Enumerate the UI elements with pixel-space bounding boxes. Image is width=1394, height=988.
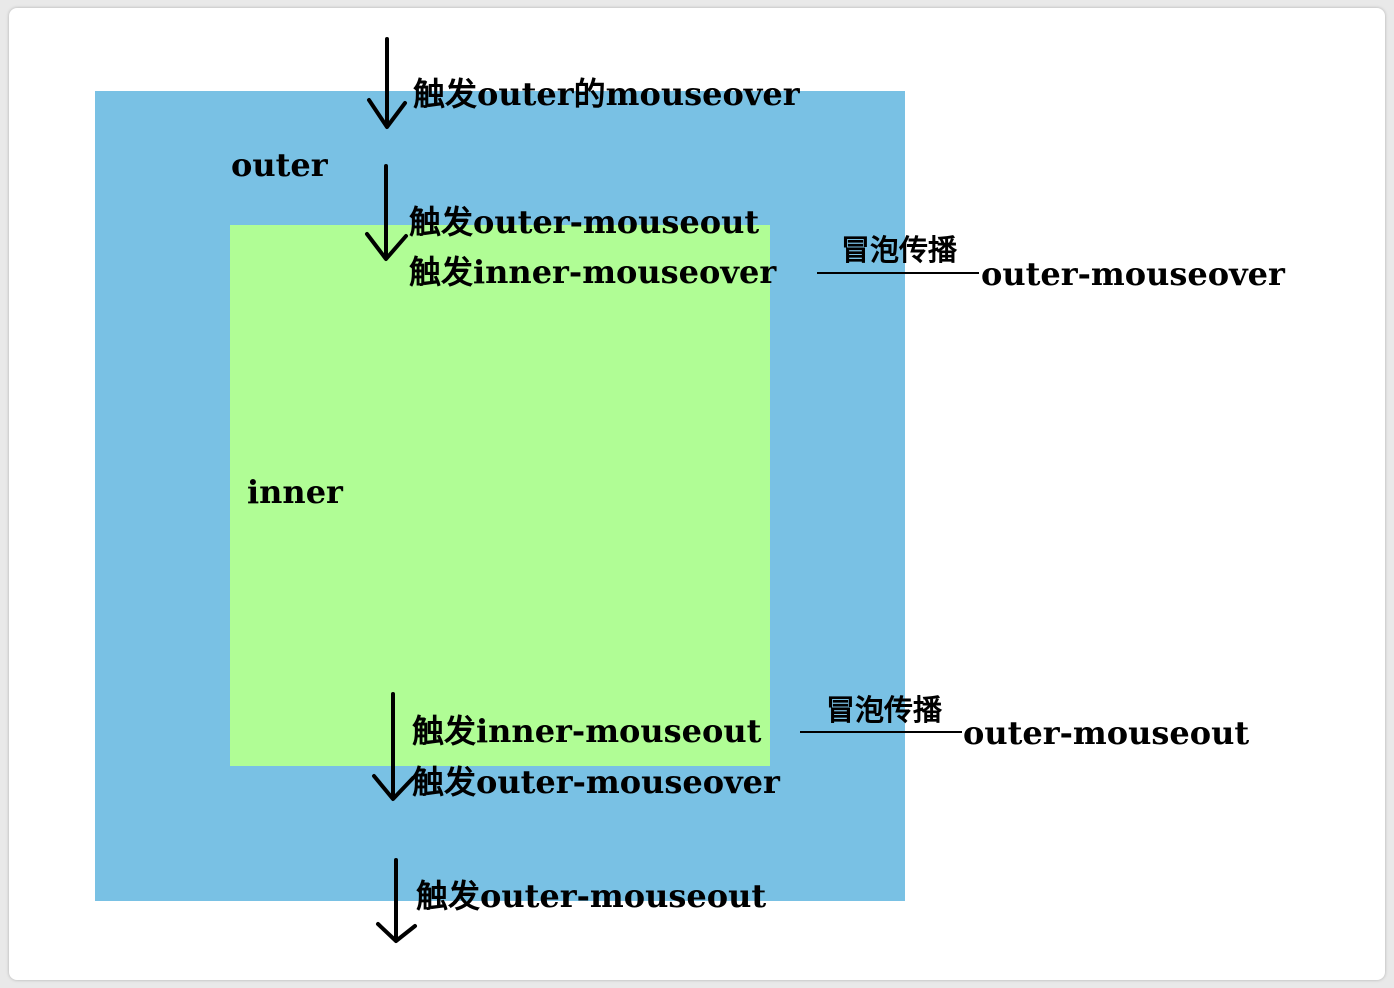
annotation-outer-mouseout-2: 触发outer-mouseout xyxy=(416,877,767,915)
bubble-label-top: 冒泡传播 xyxy=(841,233,958,267)
annotation-inner-mouseout: 触发inner-mouseout xyxy=(412,712,762,750)
annotation-inner-mouseover: 触发inner-mouseover xyxy=(409,253,777,291)
outer-box-label: outer xyxy=(231,146,328,184)
annotation-outer-mouseout-1: 触发outer-mouseout xyxy=(409,203,760,241)
inner-box xyxy=(230,225,770,766)
bubble-result-outer-mouseout: outer-mouseout xyxy=(963,714,1250,752)
inner-box-label: inner xyxy=(247,473,343,511)
annotation-outer-mouseover: 触发outer的mouseover xyxy=(413,75,800,113)
arrow-head-4 xyxy=(376,922,417,943)
annotation-outer-mouseover-2: 触发outer-mouseover xyxy=(412,763,780,801)
bubble-result-outer-mouseover: outer-mouseover xyxy=(981,255,1285,293)
bubble-label-bottom: 冒泡传播 xyxy=(826,693,943,727)
diagram-canvas: 触发outer的mouseover outer 触发outer-mouseout… xyxy=(9,8,1385,980)
